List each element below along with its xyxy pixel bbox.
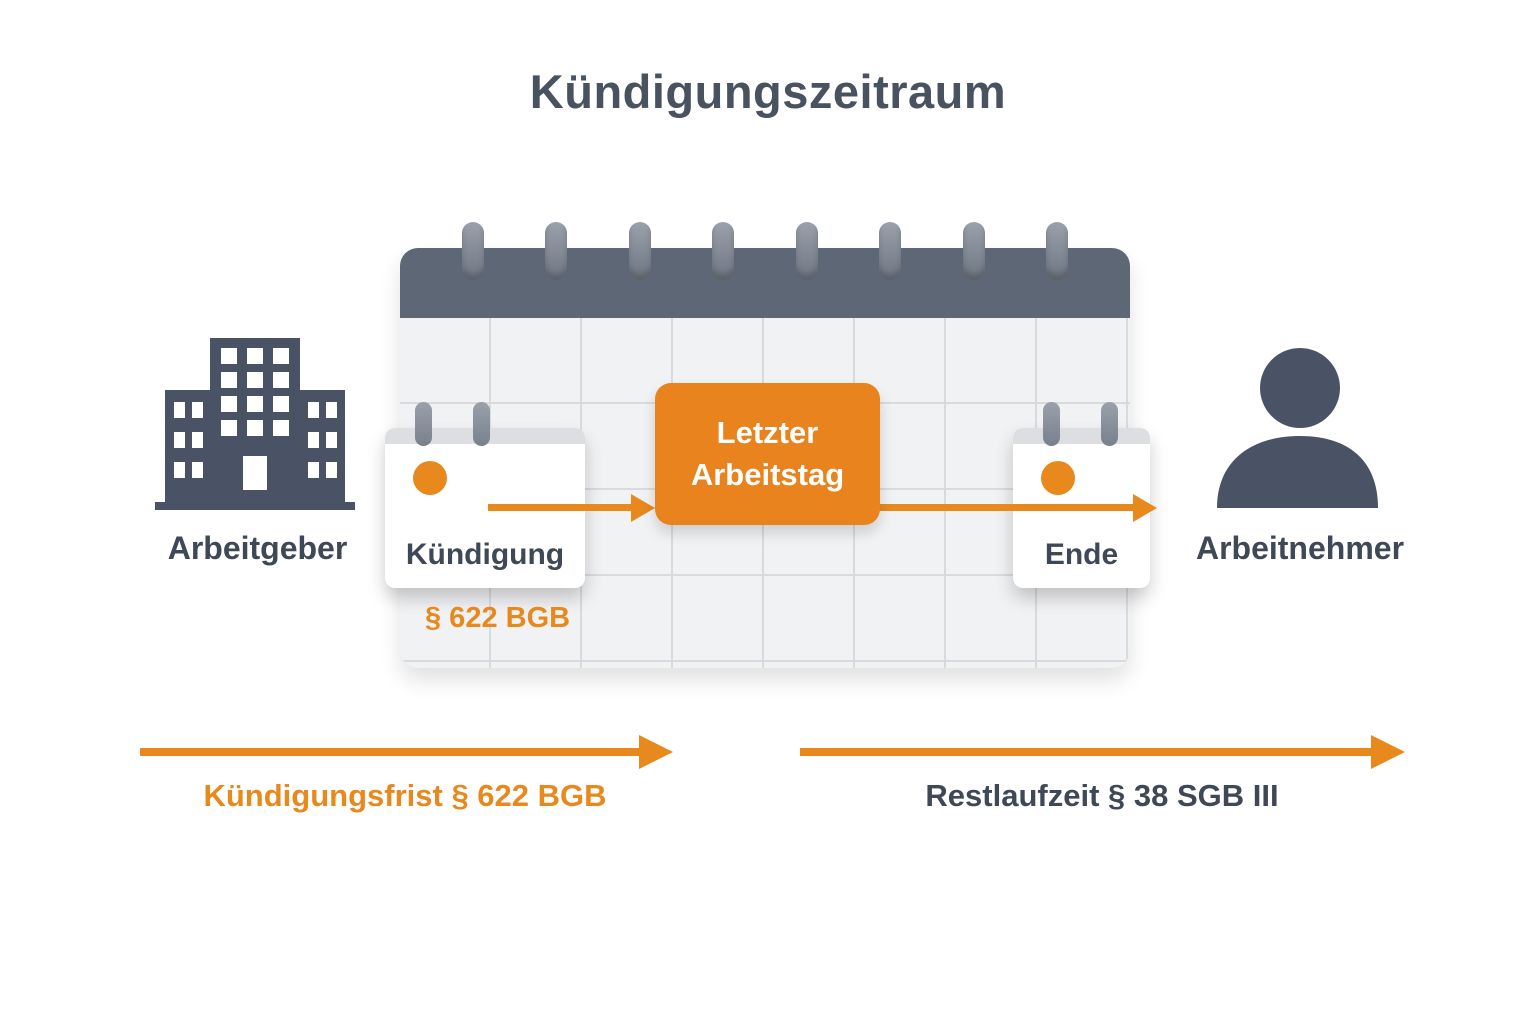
arrow-lastday-to-end-icon [878, 504, 1134, 511]
binder-ring-icon [712, 222, 735, 280]
binder-ring-icon [628, 222, 651, 280]
calendar-graphic [400, 222, 1130, 668]
event-dot-icon [1041, 461, 1075, 495]
remaining-period-label: Restlaufzeit § 38 SGB III [925, 778, 1279, 813]
binder-ring-icon [462, 222, 484, 280]
employee-label: Arbeitnehmer [1195, 530, 1405, 566]
binder-ring-icon [879, 222, 902, 280]
calendar-tab-icon [473, 402, 490, 446]
notice-period-label: Kündigungsfrist § 622 BGB [203, 778, 607, 813]
person-icon [1212, 348, 1382, 508]
binder-ring-icon [795, 222, 818, 280]
notice-event-card: Kündigung [385, 402, 585, 588]
calendar-tab-icon [415, 402, 432, 446]
calendar-header-bar [400, 248, 1130, 318]
calendar-tab-icon [1101, 402, 1118, 446]
employer-label: Arbeitgeber [167, 530, 348, 566]
last-working-day-label: Letzter Arbeitstag [690, 415, 845, 492]
building-icon [155, 338, 355, 510]
page-title: Kündigungszeitraum [529, 65, 1007, 118]
last-working-day-box: Letzter Arbeitstag [655, 383, 880, 525]
binder-ring-icon [545, 222, 568, 280]
event-dot-icon [413, 461, 447, 495]
calendar-binder-rings [462, 222, 1068, 280]
notice-period-arrow-icon [140, 748, 640, 756]
binder-ring-icon [962, 222, 985, 280]
arrow-notice-to-lastday-icon [488, 504, 632, 511]
card-header-band [1013, 428, 1150, 444]
notice-law-reference: § 622 BGB [425, 602, 571, 634]
remaining-period-arrow-icon [800, 748, 1372, 756]
notice-label: Kündigung [405, 538, 565, 571]
calendar-tab-icon [1043, 402, 1060, 446]
binder-ring-icon [1045, 222, 1068, 280]
end-label: Ende [1044, 538, 1119, 571]
